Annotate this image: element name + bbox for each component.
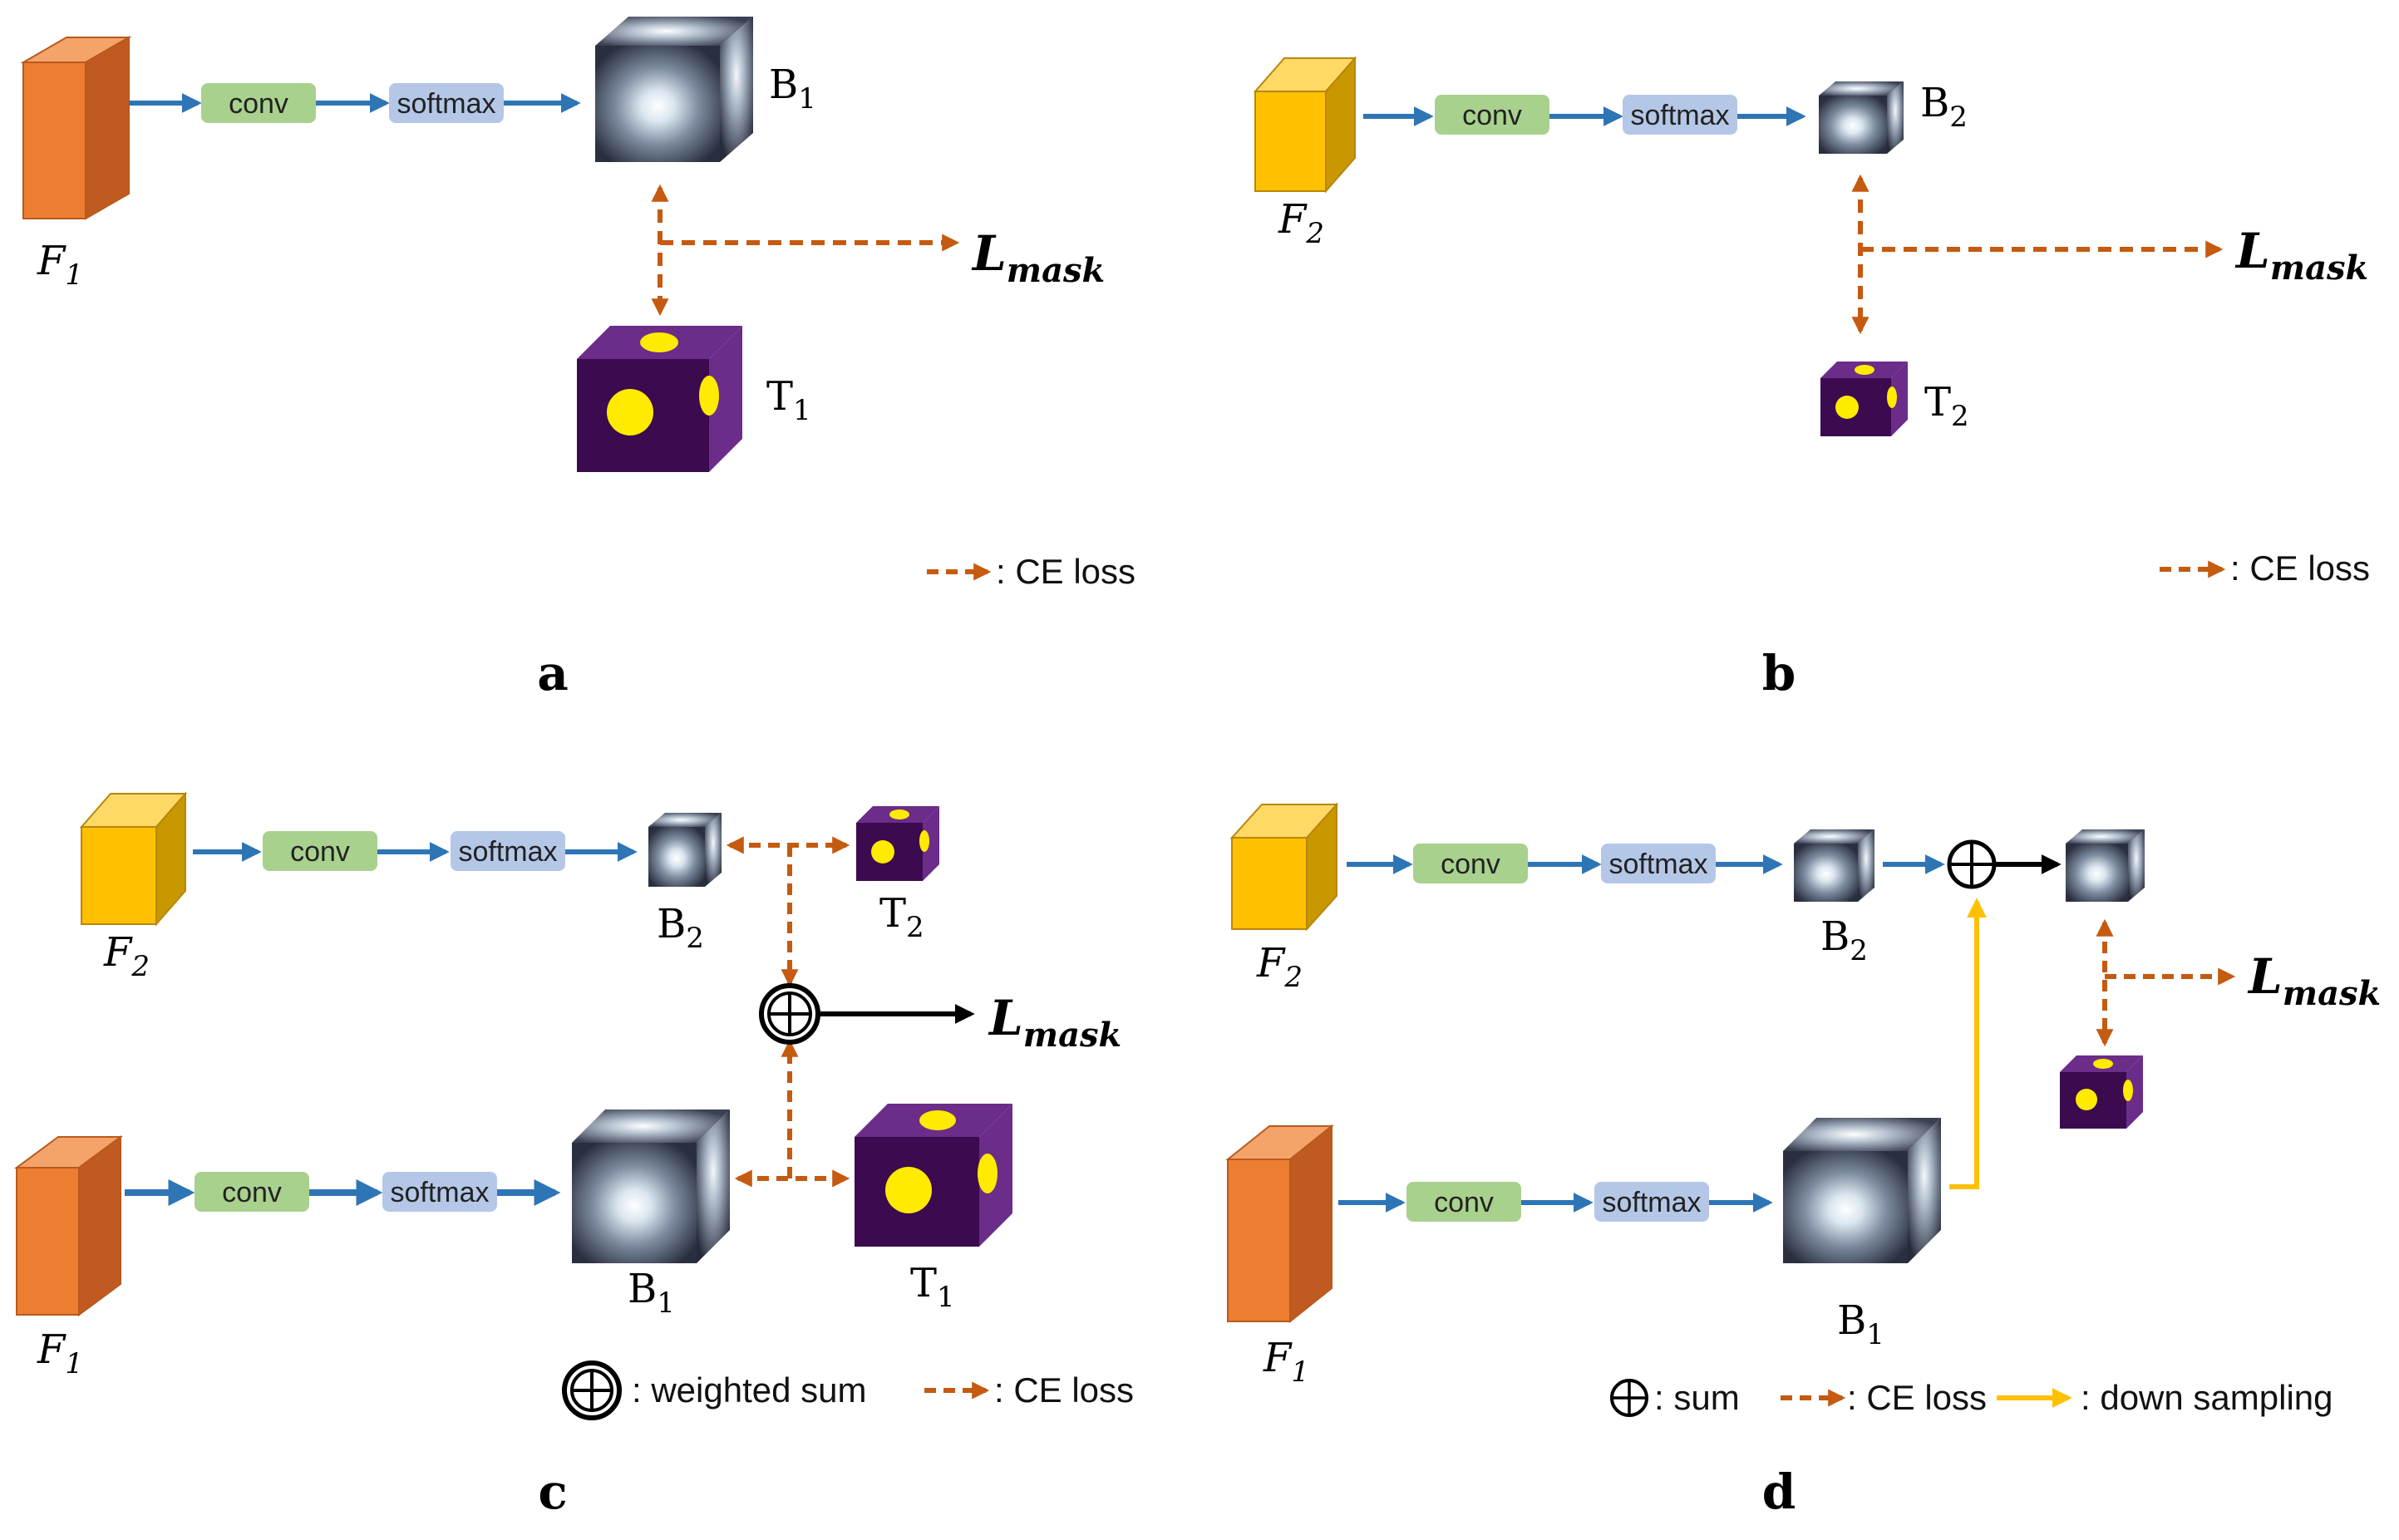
softmax-box: softmax	[451, 831, 565, 871]
fused-prediction-cube	[2066, 829, 2145, 902]
svg-text:softmax: softmax	[1608, 849, 1707, 880]
panel-label-a: a	[537, 645, 569, 701]
label-t2: T2	[879, 890, 924, 944]
conv-box: conv	[1413, 844, 1528, 883]
legend-d: : sum : CE loss : down sampling	[1610, 1378, 2333, 1417]
svg-text:: sum: : sum	[1654, 1378, 1740, 1417]
target-cube-t1	[855, 1104, 1012, 1247]
softmax-box: softmax	[382, 1172, 497, 1212]
legend-c: : weighted sum : CE loss	[562, 1360, 1134, 1420]
label-f1: F1	[1263, 1335, 1309, 1389]
prediction-cube-b2	[648, 813, 722, 887]
down-sampling-arrow	[1949, 898, 1987, 1189]
feature-block-f1	[1225, 1124, 1334, 1324]
svg-text:: weighted sum: : weighted sum	[632, 1370, 866, 1410]
svg-text:: CE loss: : CE loss	[1847, 1378, 1987, 1417]
svg-text:conv: conv	[229, 88, 288, 120]
conv-box: conv	[195, 1172, 309, 1212]
label-t1: T1	[766, 373, 811, 427]
softmax-box: softmax	[1601, 844, 1716, 883]
label-b2: B2	[1920, 80, 1968, 134]
svg-text:softmax: softmax	[390, 1177, 489, 1208]
label-lmask: Lmask	[988, 990, 1121, 1055]
conv-box: conv	[1406, 1182, 1521, 1222]
label-lmask: Lmask	[2247, 948, 2381, 1013]
svg-text:: CE loss: : CE loss	[994, 1370, 1134, 1410]
svg-text:: down sampling: : down sampling	[2081, 1378, 2333, 1417]
label-b2: B2	[657, 901, 704, 955]
feature-block-f2	[79, 791, 188, 927]
label-lmask: Lmask	[971, 225, 1105, 290]
svg-text:: CE loss: : CE loss	[2230, 549, 2370, 588]
softmax-box: softmax	[1594, 1182, 1709, 1222]
panel-c: F2 conv softmax B2 T2	[13, 791, 1134, 1520]
label-f2: F2	[103, 929, 150, 983]
svg-text:softmax: softmax	[1602, 1187, 1701, 1218]
legend-a: : CE loss	[927, 552, 1135, 591]
label-b1: B1	[769, 62, 816, 116]
label-t1: T1	[910, 1260, 955, 1314]
label-lmask: Lmask	[2234, 223, 2368, 288]
prediction-cube-b2	[1794, 829, 1874, 902]
svg-text:conv: conv	[1434, 1187, 1494, 1218]
panel-d: F2 conv softmax B2	[1225, 802, 2381, 1520]
panel-label-c: c	[538, 1464, 567, 1520]
feature-block-f1	[20, 36, 132, 220]
svg-text:softmax: softmax	[1630, 100, 1729, 131]
svg-text:softmax: softmax	[458, 836, 557, 868]
svg-text:conv: conv	[290, 836, 350, 868]
target-cube-t1	[577, 326, 742, 472]
label-b2: B2	[1820, 913, 1868, 967]
panel-label-b: b	[1762, 645, 1796, 701]
feature-block-f2	[1253, 56, 1357, 194]
target-cube-t2	[856, 806, 939, 881]
conv-box: conv	[201, 83, 316, 123]
label-f2: F2	[1278, 196, 1324, 250]
label-t2: T2	[1924, 379, 1969, 433]
circled-plus-icon	[1947, 839, 1997, 889]
label-f2: F2	[1256, 940, 1303, 994]
circled-plus-icon	[1610, 1379, 1648, 1417]
prediction-cube-b1	[572, 1109, 730, 1263]
label-b1: B1	[628, 1266, 675, 1320]
panel-b: F2 conv softmax B2 Lmask T2	[1253, 56, 2370, 701]
label-f1: F1	[37, 238, 83, 292]
svg-text:conv: conv	[1462, 100, 1522, 131]
feature-block-f1	[13, 1135, 124, 1316]
svg-text:conv: conv	[222, 1177, 282, 1208]
conv-box: conv	[263, 831, 377, 871]
feature-block-f2	[1229, 802, 1339, 932]
svg-text:: CE loss: : CE loss	[996, 552, 1135, 591]
prediction-cube-b1	[595, 17, 753, 162]
target-cube-t2	[2060, 1055, 2143, 1129]
prediction-cube-b2	[1819, 81, 1904, 154]
panel-a: F1 conv softmax B1 Lmask T1	[20, 17, 1135, 701]
circled-plus-icon	[759, 983, 820, 1045]
legend-b: : CE loss	[2160, 549, 2370, 588]
conv-box: conv	[1435, 95, 1549, 135]
label-f1: F1	[37, 1326, 83, 1380]
target-cube-t2	[1820, 362, 1908, 436]
softmax-box: softmax	[1623, 95, 1737, 135]
circled-plus-icon	[562, 1360, 622, 1420]
svg-text:conv: conv	[1441, 849, 1500, 880]
prediction-cube-b1	[1783, 1118, 1941, 1263]
label-b1: B1	[1837, 1297, 1884, 1351]
softmax-box: softmax	[389, 83, 504, 123]
panel-label-d: d	[1762, 1464, 1796, 1520]
svg-text:softmax: softmax	[397, 88, 495, 120]
